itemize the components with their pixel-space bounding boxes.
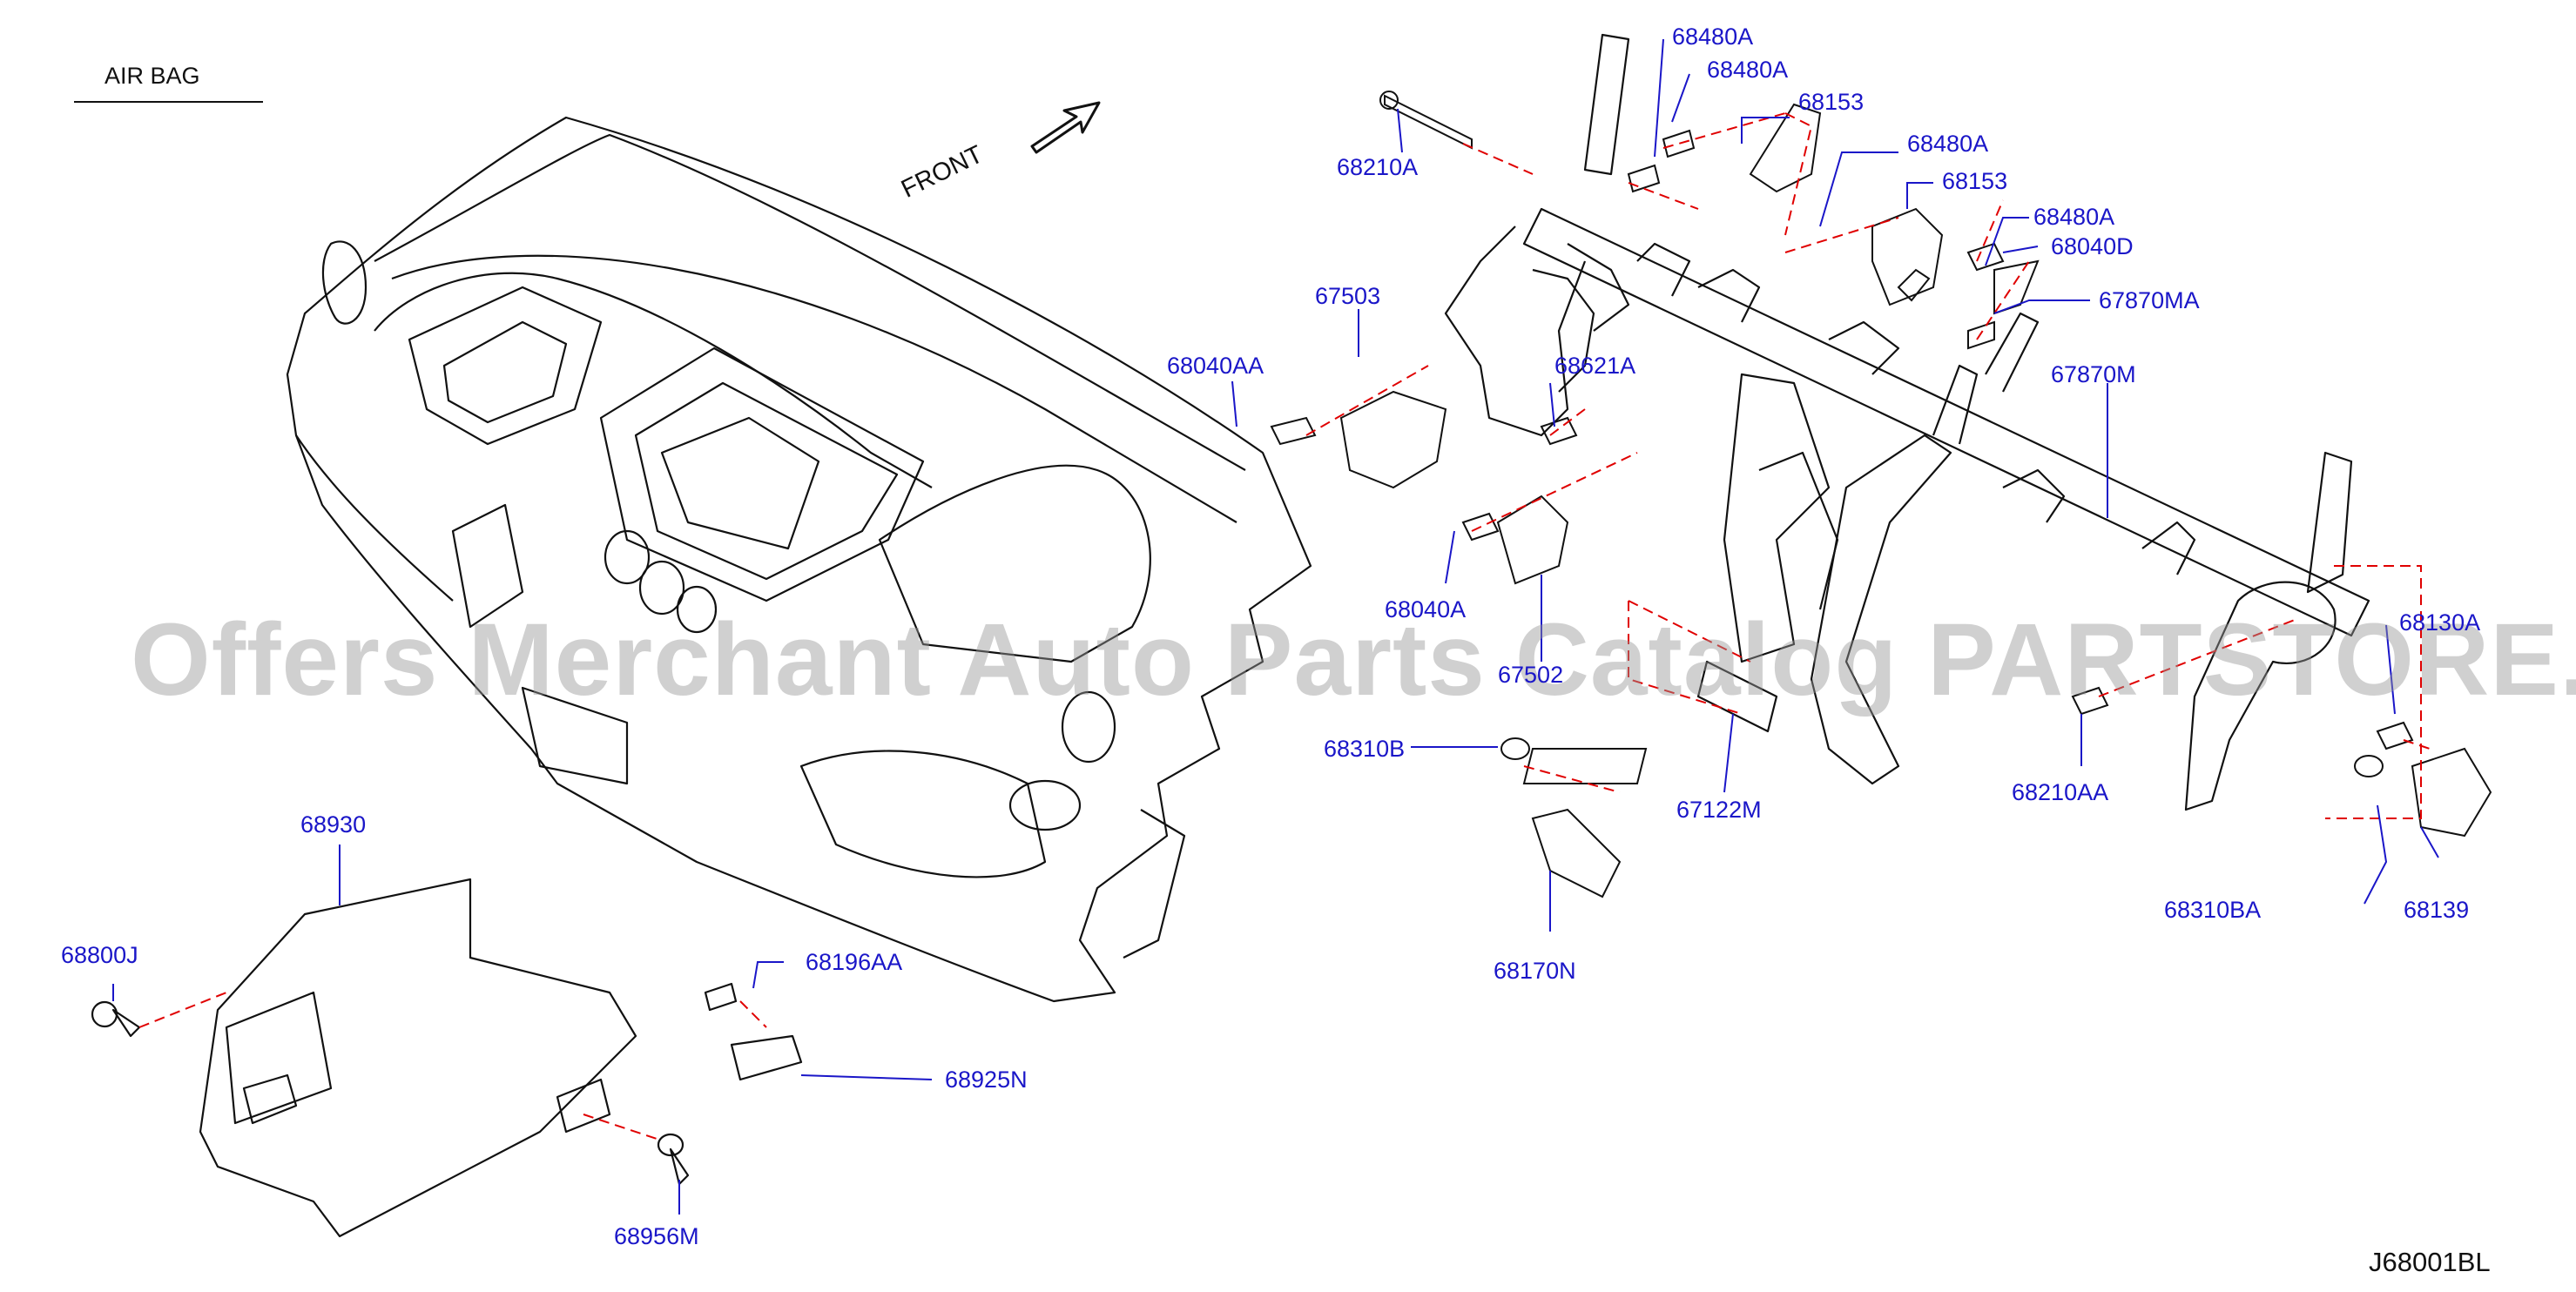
steering-member-outline (1444, 33, 2370, 811)
part-label-67503[interactable]: 67503 (1315, 283, 1381, 309)
assembly-guide-lines (138, 112, 2431, 1141)
part-label-67122M[interactable]: 67122M (1676, 797, 1762, 823)
part-label-68925N[interactable]: 68925N (945, 1067, 1028, 1093)
part-label-68480A-2[interactable]: 68480A (1707, 57, 1789, 83)
diagram-code: J68001BL (2369, 1247, 2491, 1277)
instrument-panel-outline (286, 116, 1312, 1003)
part-label-67870MA[interactable]: 67870MA (2099, 287, 2200, 313)
part-label-68480A-1[interactable]: 68480A (1672, 24, 1754, 50)
part-label-68196AA[interactable]: 68196AA (806, 949, 903, 975)
part-label-68210AA[interactable]: 68210AA (2012, 779, 2109, 805)
small-parts (1270, 91, 2492, 898)
part-label-68153-2[interactable]: 68153 (1942, 168, 2008, 194)
part-label-68170N[interactable]: 68170N (1494, 958, 1576, 984)
leader-lines (112, 38, 2439, 1215)
part-label-68956M[interactable]: 68956M (614, 1223, 699, 1249)
part-label-68040D[interactable]: 68040D (2051, 233, 2134, 259)
lower-cover-outline (91, 878, 803, 1238)
part-label-67870M[interactable]: 67870M (2051, 361, 2136, 387)
front-arrow-icon (1030, 101, 1101, 154)
part-label-68800J[interactable]: 68800J (61, 942, 138, 968)
part-label-68310B[interactable]: 68310B (1324, 736, 1406, 762)
part-label-68040AA[interactable]: 68040AA (1167, 353, 1264, 379)
part-label-68310BA[interactable]: 68310BA (2164, 897, 2262, 923)
corner-label: AIR BAG (105, 63, 200, 89)
part-label-68621A[interactable]: 68621A (1554, 353, 1636, 379)
part-label-68480A-4[interactable]: 68480A (2033, 204, 2115, 230)
watermark: Offers Merchant Auto Parts Catalog PARTS… (131, 602, 2576, 717)
part-label-68480A-3[interactable]: 68480A (1907, 131, 1989, 157)
part-label-68130A[interactable]: 68130A (2399, 609, 2481, 636)
part-label-68210A[interactable]: 68210A (1337, 154, 1419, 180)
part-label-68139[interactable]: 68139 (2404, 897, 2470, 923)
part-label-68930[interactable]: 68930 (300, 811, 367, 838)
part-label-68040A[interactable]: 68040A (1385, 596, 1467, 622)
part-label-68153-1[interactable]: 68153 (1798, 89, 1865, 115)
part-label-67502[interactable]: 67502 (1498, 662, 1564, 688)
